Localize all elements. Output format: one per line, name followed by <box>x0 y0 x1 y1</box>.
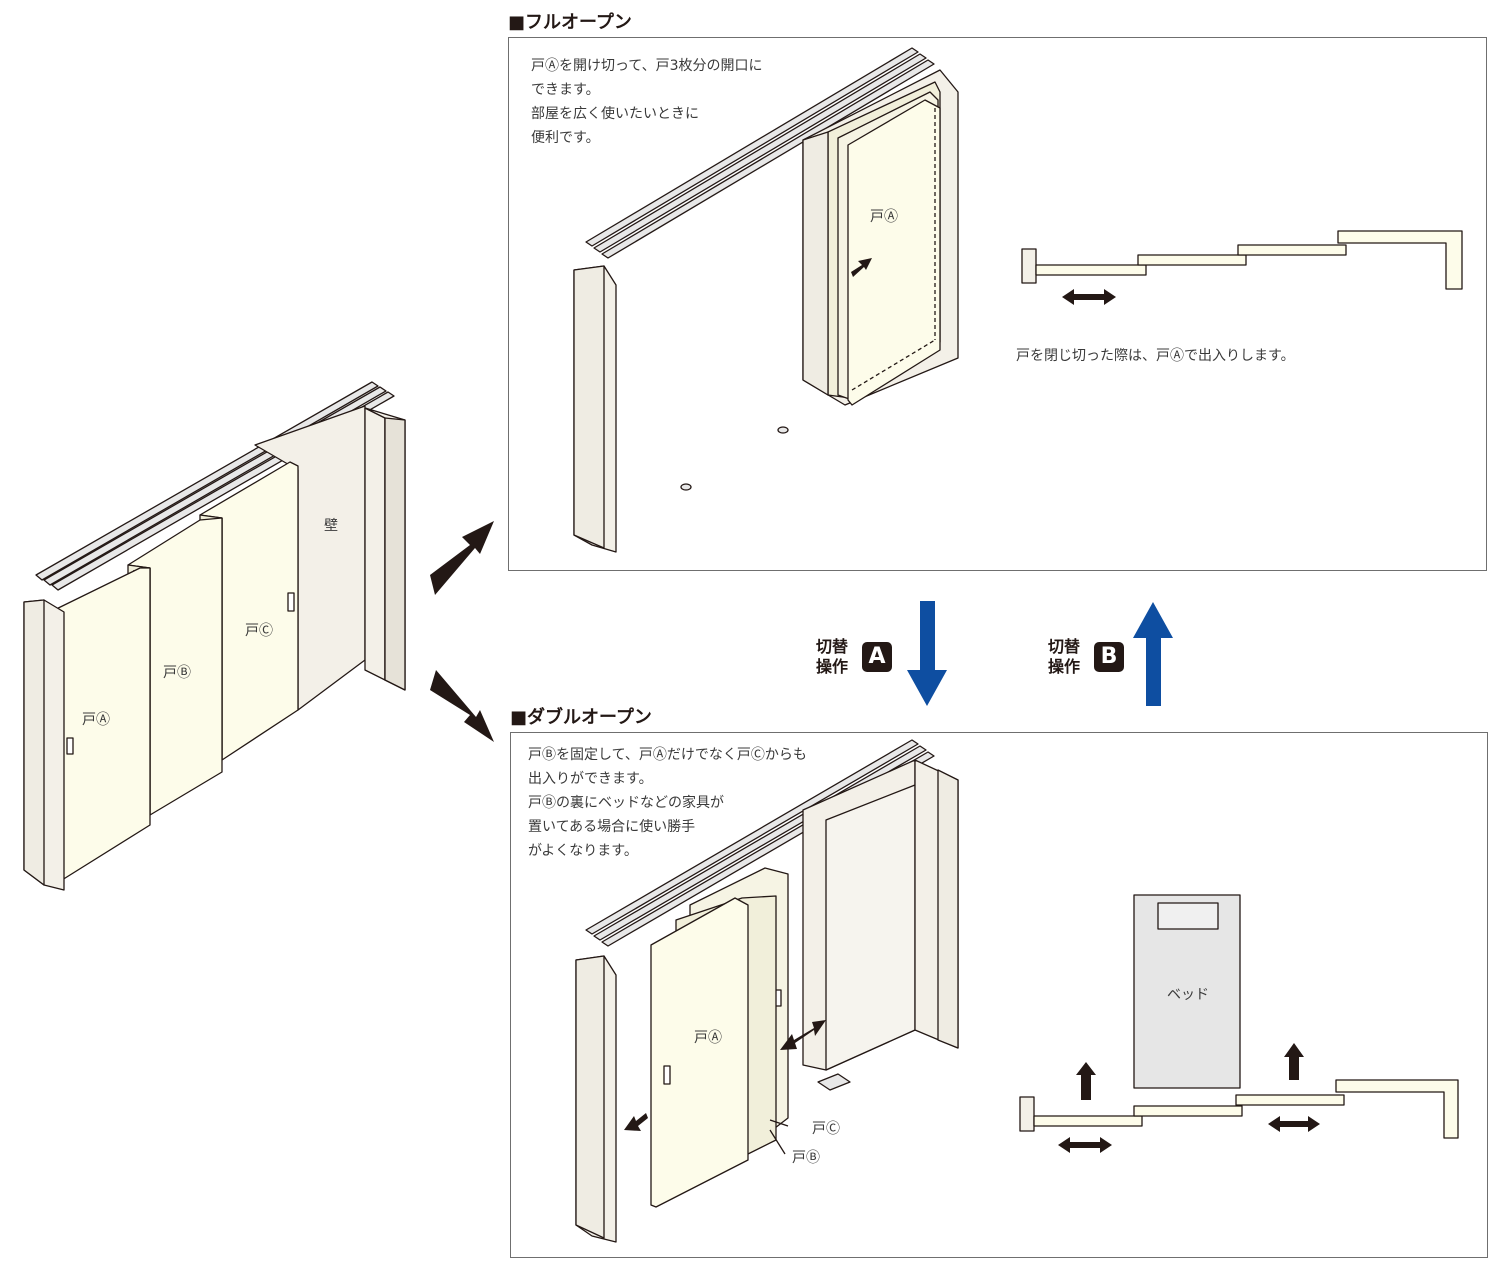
double-open-door-c-label: 戸Ⓒ <box>812 1121 840 1137</box>
wall-panel <box>254 405 406 711</box>
switch-a-badge: A <box>862 642 892 672</box>
plan-up-arrow-right <box>1284 1043 1304 1080</box>
arrow-to-full-open <box>430 521 494 595</box>
door-c-slide-arrow <box>780 1020 826 1050</box>
double-open-jamb <box>575 955 617 1243</box>
double-open-panel <box>510 732 1488 1258</box>
back-wall <box>802 759 959 1071</box>
front-jamb <box>23 599 65 891</box>
main-door-c-label: 戸Ⓒ <box>245 623 273 639</box>
switch-b-label: 切替 操作 <box>1048 637 1081 676</box>
switch-b-arrow <box>1133 602 1173 706</box>
main-unit-drawing <box>23 381 406 891</box>
full-open-rails <box>585 47 935 259</box>
full-open-plan <box>1021 230 1463 305</box>
plan-double-arrow-left <box>1058 1137 1112 1153</box>
floor-guide <box>777 426 789 434</box>
bed-label: ベッド <box>1167 987 1209 1003</box>
plan-up-arrow-left <box>1076 1062 1096 1100</box>
floor-stopper <box>817 1073 851 1091</box>
double-open-description: 戸Ⓑを固定して、戸Ⓐだけでなく戸Ⓒからも 出入りができます。 戸Ⓑの裏にベッドな… <box>528 747 807 859</box>
full-open-drawing <box>573 47 1463 553</box>
double-open-door-a-label: 戸Ⓐ <box>694 1030 722 1046</box>
main-door-b-label: 戸Ⓑ <box>163 665 191 681</box>
leader-door-b <box>769 1129 786 1155</box>
door-a-slide-arrow <box>624 1113 648 1131</box>
double-open-door-b-label: 戸Ⓑ <box>792 1150 820 1166</box>
leader-door-c <box>769 1119 789 1127</box>
plan-double-arrow-right <box>1268 1116 1320 1132</box>
double-open-plan <box>1019 894 1459 1153</box>
main-door-a-label: 戸Ⓐ <box>82 712 110 728</box>
bed-pillow <box>1157 902 1219 930</box>
main-wall-label: 壁 <box>324 518 338 534</box>
double-door-a <box>650 897 749 1208</box>
arrow-to-double-open <box>430 670 494 742</box>
full-open-heading: ■フルオープン <box>508 12 632 33</box>
switch-b-badge: B <box>1094 642 1124 672</box>
double-open-drawing <box>575 739 1459 1243</box>
full-open-panel <box>508 37 1487 571</box>
full-open-note: 戸を閉じ切った際は、戸Ⓐで出入りします。 <box>1016 348 1295 364</box>
door-a-push-arrow <box>851 258 872 277</box>
full-open-door-a-label: 戸Ⓐ <box>870 209 898 225</box>
branch-arrows <box>430 521 494 742</box>
floor-guide <box>680 483 692 491</box>
stacked-doors <box>802 69 959 406</box>
full-open-jamb <box>573 265 617 553</box>
full-open-description: 戸Ⓐを開け切って、戸3枚分の開口に できます。 部屋を広く使いたいときに 便利で… <box>531 58 763 146</box>
switch-a-arrow <box>907 601 947 706</box>
double-open-heading: ■ダブルオープン <box>510 707 652 728</box>
plan-double-arrow <box>1062 289 1116 305</box>
switch-a-label: 切替 操作 <box>816 637 849 676</box>
